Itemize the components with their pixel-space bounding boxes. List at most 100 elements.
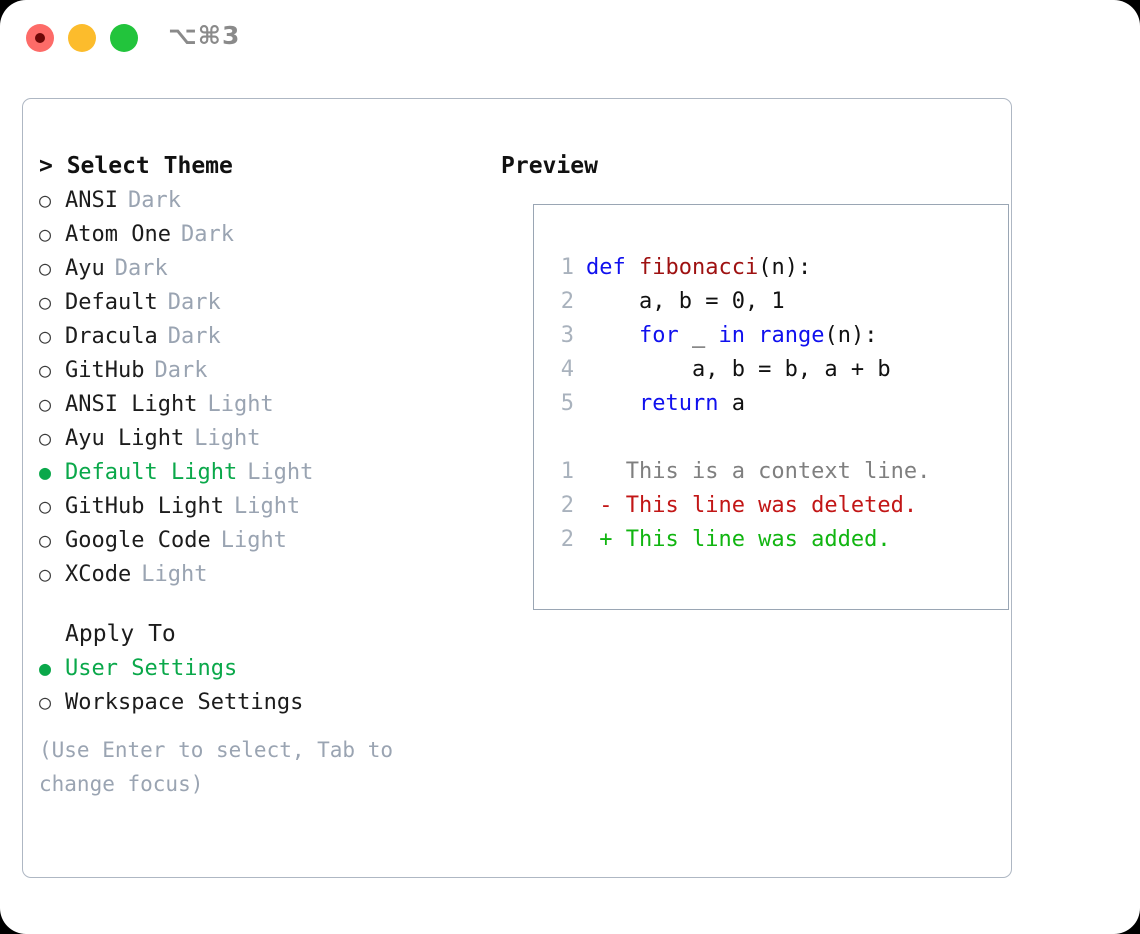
- minimize-button[interactable]: [68, 24, 96, 52]
- theme-item-label: Atom One: [65, 222, 171, 247]
- theme-item-variant-tag: Light: [141, 562, 208, 587]
- code-line-4: 5 return a: [548, 387, 998, 421]
- radio-unselected-icon[interactable]: ○: [39, 494, 52, 518]
- radio-unselected-icon[interactable]: ○: [39, 324, 52, 348]
- theme-item-label: Ayu Light: [65, 426, 185, 451]
- theme-item-variant-tag: Light: [233, 494, 301, 519]
- theme-item-label: ANSI Light: [65, 392, 198, 417]
- theme-item-2[interactable]: ○ Ayu Dark: [39, 251, 491, 285]
- theme-item-label: GitHub Light: [65, 494, 224, 519]
- code-line-number: 1: [560, 255, 574, 280]
- radio-selected-icon[interactable]: ●: [39, 460, 52, 484]
- code-token-pl: _: [678, 323, 719, 348]
- code-token-pl: a, b = b, a + b: [586, 357, 891, 382]
- diff-line-number: 1: [560, 459, 574, 484]
- code-token-pl: (n):: [824, 323, 878, 348]
- theme-item-variant-tag: Light: [247, 460, 314, 485]
- code-token-fn: fibonacci: [638, 255, 759, 280]
- radio-unselected-icon[interactable]: ○: [39, 392, 52, 416]
- apply-to-heading: Apply To: [65, 621, 176, 647]
- close-button[interactable]: [26, 24, 54, 52]
- theme-item-variant-tag: Dark: [167, 324, 221, 349]
- radio-unselected-icon[interactable]: ○: [39, 188, 52, 212]
- apply-to-list: ●User Settings ○ Workspace Settings: [39, 651, 491, 719]
- apply-to-item-1[interactable]: ○ Workspace Settings: [39, 685, 491, 719]
- theme-item-label: Default: [65, 290, 158, 315]
- keyboard-shortcut-label: ⌥⌘3: [168, 21, 241, 50]
- theme-item-label: Default Light: [65, 460, 238, 485]
- theme-item-variant-tag: Dark: [154, 358, 208, 383]
- theme-item-4[interactable]: ○ Dracula Dark: [39, 319, 491, 353]
- diff-line-2: 2 + This line was added.: [548, 523, 998, 557]
- code-token-kw: range: [758, 323, 825, 348]
- code-token-pl: a: [718, 391, 745, 416]
- radio-unselected-icon[interactable]: ○: [39, 222, 52, 246]
- code-token-pl: [586, 323, 639, 348]
- radio-unselected-icon[interactable]: ○: [39, 562, 52, 586]
- theme-item-6[interactable]: ○ ANSI Light Light: [39, 387, 491, 421]
- code-line-number: 4: [560, 357, 574, 382]
- radio-unselected-icon[interactable]: ○: [39, 358, 52, 382]
- code-line-number: 5: [560, 391, 574, 416]
- diff-line-number: 2: [560, 493, 574, 518]
- code-blank-line: [548, 421, 998, 455]
- theme-item-variant-tag: Light: [207, 392, 274, 417]
- radio-unselected-icon[interactable]: ○: [39, 528, 52, 552]
- hint-spacer: [39, 719, 491, 733]
- title-bar: ⌥⌘3: [0, 0, 1140, 78]
- apply-to-item-0[interactable]: ●User Settings: [39, 651, 491, 685]
- theme-item-variant-tag: Dark: [167, 290, 221, 315]
- maximize-button[interactable]: [110, 24, 138, 52]
- diff-line-text-ctx: This is a context line.: [586, 459, 931, 484]
- theme-item-1[interactable]: ○ Atom One Dark: [39, 217, 491, 251]
- theme-item-8[interactable]: ● Default Light Light: [39, 455, 491, 489]
- radio-unselected-icon[interactable]: ○: [39, 290, 52, 314]
- theme-item-5[interactable]: ○ GitHub Dark: [39, 353, 491, 387]
- theme-item-variant-tag: Dark: [127, 188, 181, 213]
- theme-item-3[interactable]: ○ Default Dark: [39, 285, 491, 319]
- section-spacer: [39, 591, 491, 617]
- diff-line-number: 2: [560, 527, 574, 552]
- code-token-pl: [745, 323, 758, 348]
- code-line-2: 3 for _ in range(n):: [548, 319, 998, 353]
- theme-item-9[interactable]: ○ GitHub Light Light: [39, 489, 491, 523]
- apply-to-item-label: Workspace Settings: [65, 690, 304, 715]
- theme-item-label: Google Code: [65, 528, 211, 553]
- theme-item-variant-tag: Dark: [114, 256, 168, 281]
- diff-line-0: 1 This is a context line.: [548, 455, 998, 489]
- radio-unselected-icon[interactable]: ○: [39, 426, 52, 450]
- diff-line-1: 2 - This line was deleted.: [548, 489, 998, 523]
- theme-item-label: GitHub: [65, 358, 145, 383]
- code-token-kw: return: [638, 391, 719, 416]
- diff-line-text-add: + This line was added.: [586, 527, 891, 552]
- theme-item-variant-tag: Dark: [180, 222, 234, 247]
- code-line-number: 3: [560, 323, 574, 348]
- theme-item-10[interactable]: ○ Google Code Light: [39, 523, 491, 557]
- code-token-kw: def: [586, 255, 639, 280]
- theme-item-variant-tag: Light: [220, 528, 287, 553]
- radio-unselected-icon[interactable]: ○: [39, 256, 52, 280]
- code-token-kw: in: [718, 323, 745, 348]
- window-controls: [26, 24, 138, 52]
- radio-unselected-icon[interactable]: ○: [39, 690, 52, 714]
- radio-selected-icon[interactable]: ●: [39, 656, 52, 680]
- theme-item-label: Dracula: [65, 324, 158, 349]
- keyboard-hint: (Use Enter to select, Tab to change focu…: [39, 738, 406, 796]
- code-line-number: 2: [560, 289, 574, 314]
- preview-heading: Preview: [501, 153, 598, 179]
- code-token-pl: a, b = 0, 1: [586, 289, 785, 314]
- diff-line-text-del: - This line was deleted.: [586, 493, 918, 518]
- code-token-pl: (n):: [758, 255, 812, 280]
- code-line-1: 2 a, b = 0, 1: [548, 285, 998, 319]
- theme-item-label: Ayu: [65, 256, 105, 281]
